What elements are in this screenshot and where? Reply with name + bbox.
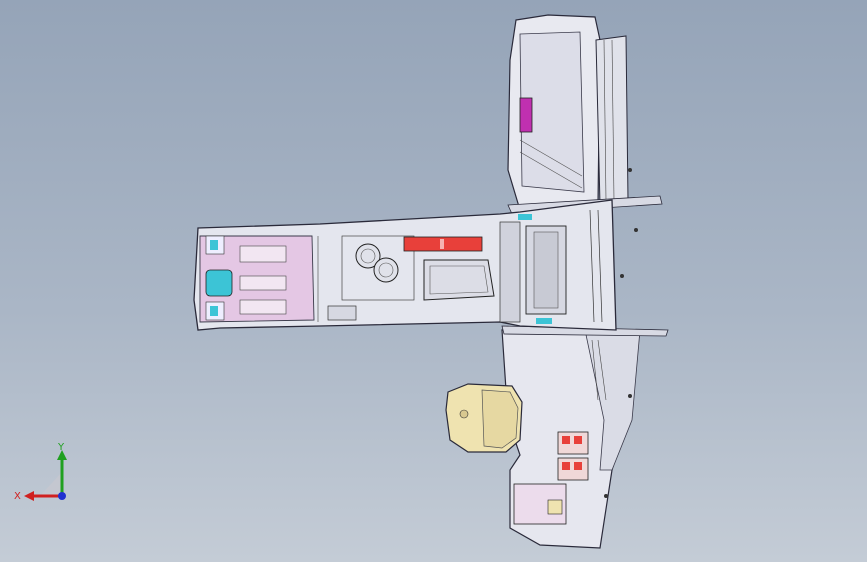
y-axis-label: Y (57, 442, 65, 453)
armrest (445, 383, 523, 453)
upper-wing (507, 14, 663, 278)
axis-triad: Y X (14, 442, 67, 502)
z-axis (58, 492, 66, 500)
lower-wing (501, 325, 669, 549)
magenta-latch (519, 97, 533, 133)
console-body (193, 199, 617, 331)
x-axis-label: X (14, 491, 21, 502)
triad-plane (40, 472, 62, 496)
